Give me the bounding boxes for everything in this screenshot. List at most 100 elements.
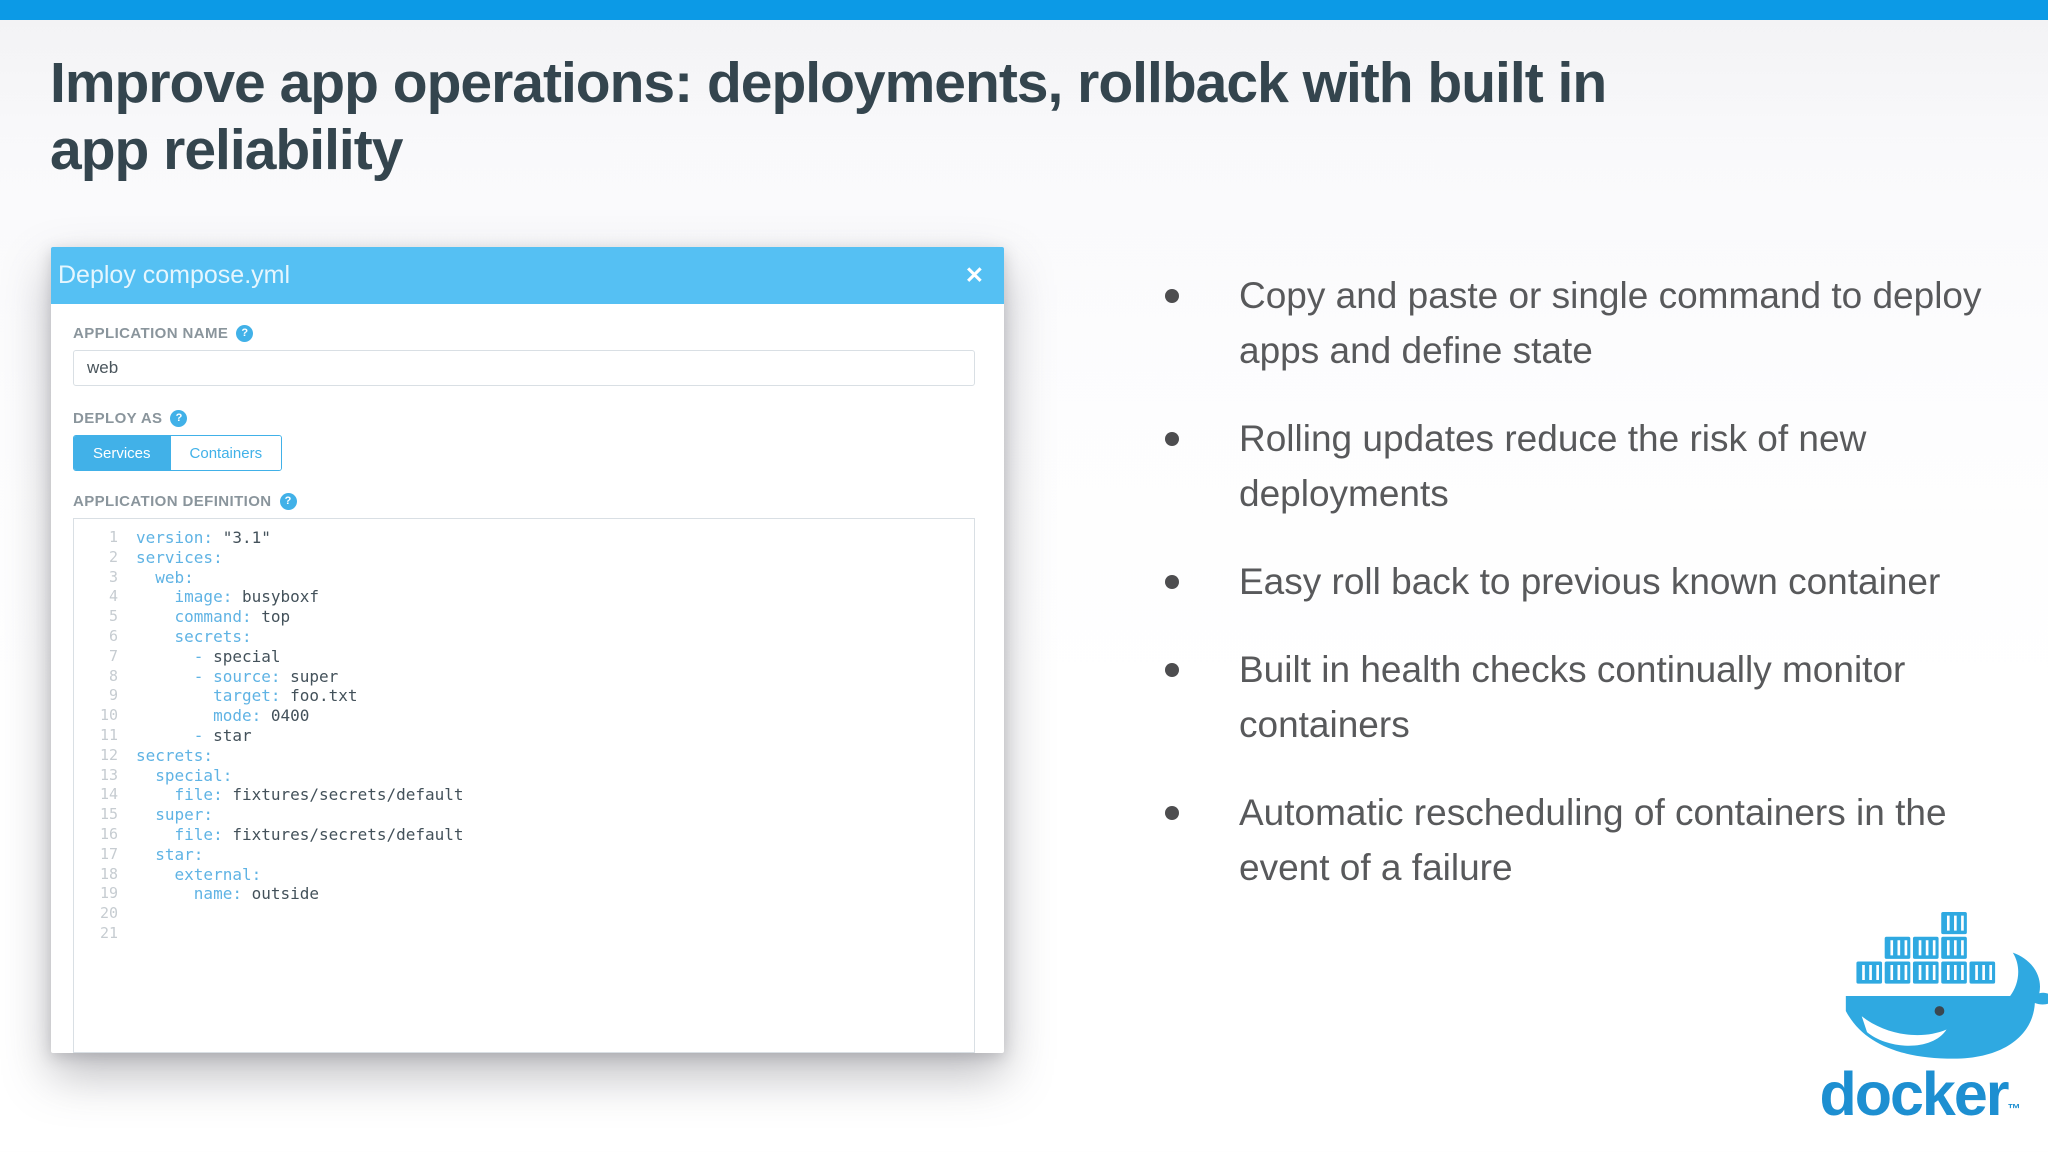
code-text: - star bbox=[136, 725, 252, 745]
code-line: 5 command: top bbox=[74, 607, 974, 627]
code-text: external: bbox=[136, 864, 262, 884]
code-line: 16 file: fixtures/secrets/default bbox=[74, 825, 974, 845]
line-number: 21 bbox=[99, 923, 118, 942]
slide-title-line: Improve app operations: deployments, rol… bbox=[50, 51, 1607, 115]
code-line: 3 web: bbox=[74, 568, 974, 588]
modal-title: Deploy compose.yml bbox=[58, 261, 291, 289]
code-text: secrets: bbox=[136, 745, 214, 765]
line-number: 2 bbox=[108, 547, 118, 566]
line-number: 7 bbox=[108, 646, 118, 665]
slide-title: Improve app operations: deployments, rol… bbox=[50, 50, 2020, 184]
deploy-as-services-button[interactable]: Services bbox=[74, 436, 170, 470]
trademark-symbol: ™ bbox=[2007, 1101, 2021, 1116]
code-text: web: bbox=[136, 567, 194, 587]
line-number: 9 bbox=[108, 686, 118, 705]
line-number: 14 bbox=[99, 785, 118, 804]
line-number: 12 bbox=[99, 745, 118, 764]
help-icon[interactable]: ? bbox=[236, 325, 254, 342]
code-text: secrets: bbox=[136, 626, 252, 646]
bullet-text: Automatic rescheduling of containers in … bbox=[1239, 792, 1947, 888]
line-number: 15 bbox=[99, 805, 118, 824]
line-number: 20 bbox=[99, 904, 118, 923]
code-line: 13 special: bbox=[74, 766, 974, 786]
help-icon[interactable]: ? bbox=[170, 410, 188, 427]
bullet-dot bbox=[1165, 663, 1179, 677]
modal-header: Deploy compose.yml ✕ bbox=[51, 247, 1004, 304]
code-line: 18 external: bbox=[74, 865, 974, 885]
code-text bbox=[118, 904, 136, 924]
code-text: file: fixtures/secrets/default bbox=[136, 824, 464, 844]
code-text: star: bbox=[136, 844, 204, 864]
code-line: 2 services: bbox=[74, 548, 974, 568]
close-icon[interactable]: ✕ bbox=[964, 262, 984, 288]
bullet-list: Copy and paste or single command to depl… bbox=[1163, 268, 1993, 928]
deploy-as-containers-button[interactable]: Containers bbox=[169, 436, 282, 470]
code-text: target: foo.txt bbox=[136, 686, 358, 706]
code-line: 10 mode: 0400 bbox=[74, 706, 974, 726]
code-line: 19 name: outside bbox=[74, 884, 974, 904]
line-number: 13 bbox=[99, 765, 118, 784]
modal-body: APPLICATION NAME ? DEPLOY AS ? Services … bbox=[51, 304, 1004, 1053]
docker-logo: docker™ bbox=[1795, 912, 2048, 1128]
application-name-label: APPLICATION NAME bbox=[73, 325, 229, 342]
line-number: 8 bbox=[108, 666, 118, 685]
application-definition-label-row: APPLICATION DEFINITION ? bbox=[73, 493, 975, 510]
bullet-text: Built in health checks continually monit… bbox=[1239, 649, 1906, 745]
application-definition-label: APPLICATION DEFINITION bbox=[73, 493, 272, 510]
code-text: name: outside bbox=[136, 884, 320, 904]
code-line: 17 star: bbox=[74, 845, 974, 865]
code-text: image: busyboxf bbox=[136, 587, 320, 607]
code-text: command: top bbox=[136, 607, 291, 627]
code-line: 11 - star bbox=[74, 726, 974, 746]
code-text: - source: super bbox=[136, 666, 339, 686]
code-line: 21 bbox=[74, 924, 974, 944]
code-text: version: "3.1" bbox=[136, 528, 271, 547]
bullet-item: Easy roll back to previous known contain… bbox=[1163, 554, 1993, 609]
code-line: 15 super: bbox=[74, 805, 974, 825]
deploy-as-label: DEPLOY AS bbox=[73, 410, 163, 427]
code-line: 9 target: foo.txt bbox=[74, 686, 974, 706]
code-text: special: bbox=[136, 765, 233, 785]
code-line: 14 file: fixtures/secrets/default bbox=[74, 785, 974, 805]
code-line: 8 - source: super bbox=[74, 667, 974, 687]
code-line: 1 version: "3.1" bbox=[74, 528, 974, 548]
bullet-text: Rolling updates reduce the risk of new d… bbox=[1239, 418, 1867, 514]
code-text: super: bbox=[136, 805, 214, 825]
code-text: mode: 0400 bbox=[136, 706, 310, 726]
line-number: 1 bbox=[108, 528, 118, 546]
code-line: 6 secrets: bbox=[74, 627, 974, 647]
application-definition-editor[interactable]: 1 version: "3.1" 2 services:3 web:4 image: … bbox=[73, 518, 975, 1053]
docker-wordmark: docker™ bbox=[1819, 1060, 2021, 1128]
code-text: services: bbox=[136, 547, 223, 567]
top-accent-bar bbox=[0, 0, 2048, 20]
application-name-label-row: APPLICATION NAME ? bbox=[73, 325, 975, 342]
line-number: 16 bbox=[99, 824, 118, 843]
code-line: 4 image: busyboxf bbox=[74, 587, 974, 607]
help-icon[interactable]: ? bbox=[279, 493, 297, 510]
line-number: 19 bbox=[99, 884, 118, 903]
bullet-item: Copy and paste or single command to depl… bbox=[1163, 268, 1993, 378]
line-number: 5 bbox=[108, 607, 118, 626]
line-number: 17 bbox=[99, 844, 118, 863]
application-name-input[interactable] bbox=[73, 350, 975, 386]
line-number: 10 bbox=[99, 706, 118, 725]
bullet-item: Automatic rescheduling of containers in … bbox=[1163, 785, 1993, 895]
line-number: 18 bbox=[99, 864, 118, 883]
deploy-as-toggle: Services Containers bbox=[73, 435, 283, 471]
deploy-compose-modal: Deploy compose.yml ✕ APPLICATION NAME ? … bbox=[51, 247, 1004, 1053]
code-line: 12 secrets: bbox=[74, 746, 974, 766]
bullet-dot bbox=[1165, 432, 1179, 446]
line-number: 11 bbox=[99, 725, 118, 744]
code-line: 7 - special bbox=[74, 647, 974, 667]
bullet-item: Rolling updates reduce the risk of new d… bbox=[1163, 411, 1993, 521]
line-number: 6 bbox=[108, 626, 118, 645]
bullet-dot bbox=[1165, 575, 1179, 589]
bullet-text: Copy and paste or single command to depl… bbox=[1239, 275, 1982, 371]
slide-title-line: app reliability bbox=[50, 118, 403, 182]
bullet-text: Easy roll back to previous known contain… bbox=[1239, 561, 1941, 602]
code-text: file: fixtures/secrets/default bbox=[136, 785, 464, 805]
code-line: 20 bbox=[74, 904, 974, 924]
bullet-item: Built in health checks continually monit… bbox=[1163, 642, 1993, 752]
bullet-dot bbox=[1165, 806, 1179, 820]
